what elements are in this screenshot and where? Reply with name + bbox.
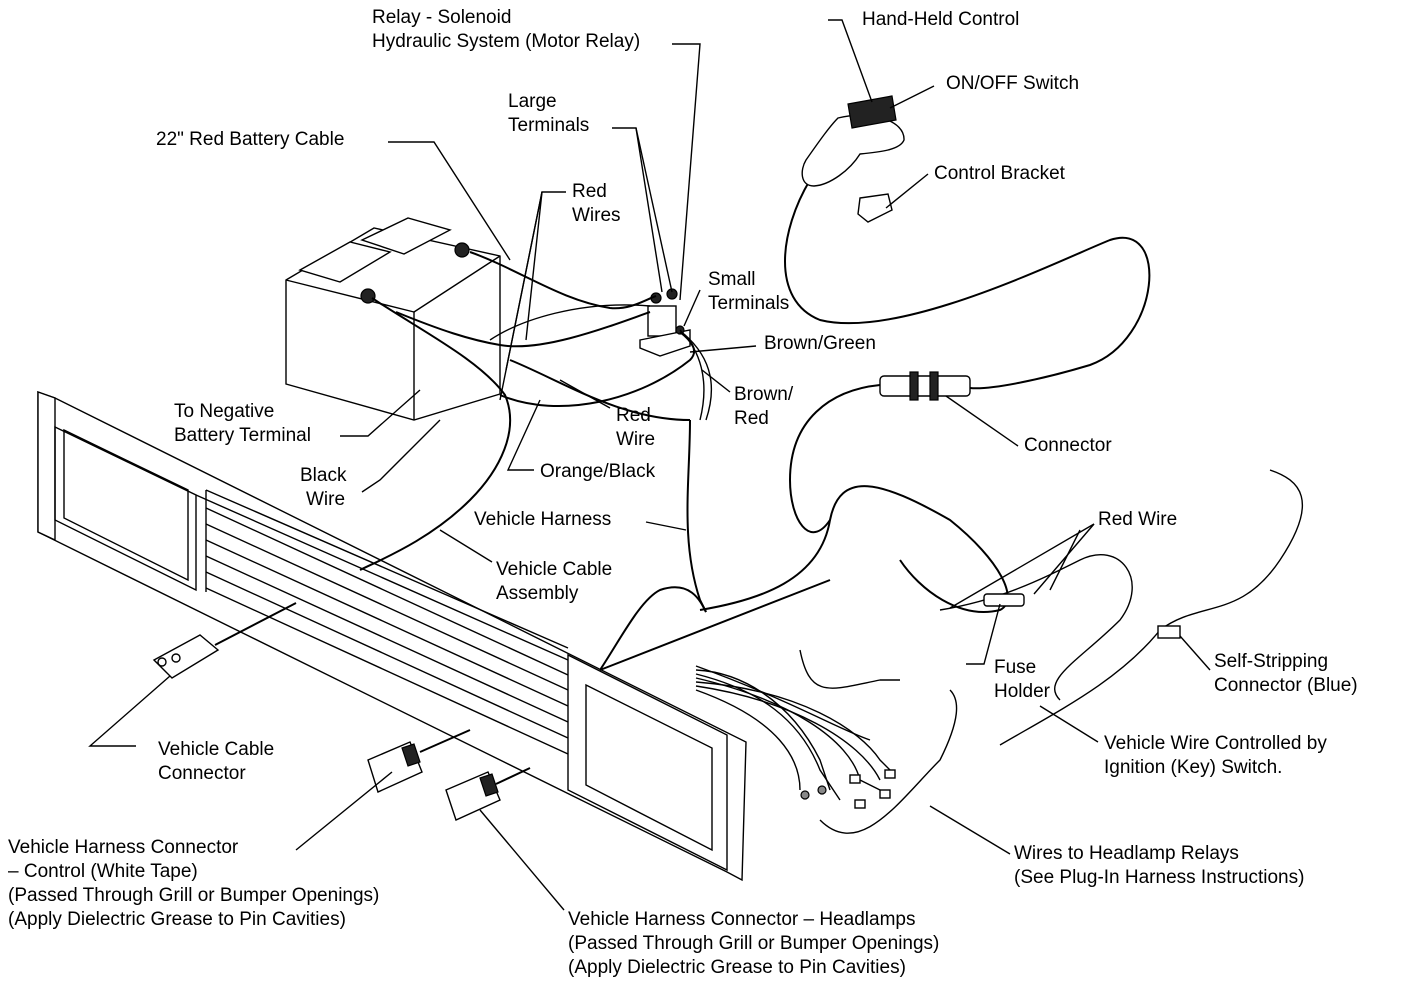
label-headlamp-relays-1: Wires to Headlamp Relays (1014, 843, 1239, 864)
two-part-connector (879, 371, 971, 401)
label-relay-solenoid: Relay - Solenoid (372, 7, 512, 28)
cables (359, 179, 1304, 746)
label-brown-red-2: Red (734, 408, 769, 429)
grille (37, 391, 747, 882)
label-vehicle-cable-connector-2: Connector (158, 763, 246, 784)
headlamp-wires (695, 665, 958, 834)
label-red-wire-mid-1: Red (616, 405, 651, 426)
label-harness-headlamps-3: (Apply Dielectric Grease to Pin Cavities… (568, 957, 906, 978)
label-red-wires-2: Wires (572, 205, 621, 226)
label-black-wire-1: Black (300, 465, 347, 486)
label-small-terminals-2: Terminals (708, 293, 790, 314)
label-harness-control-1: Vehicle Harness Connector (8, 837, 239, 858)
label-hand-held-control: Hand-Held Control (862, 9, 1020, 30)
label-connector: Connector (1024, 435, 1112, 456)
harness-control-connector (367, 729, 471, 793)
vehicle-cable-connector (152, 602, 297, 679)
label-large-terminals-1: Large (508, 91, 557, 112)
label-harness-control-3: (Passed Through Grill or Bumper Openings… (8, 885, 380, 906)
label-black-wire-2: Wire (306, 489, 346, 510)
label-brown-green: Brown/Green (764, 333, 876, 354)
label-small-terminals-1: Small (708, 269, 756, 290)
label-vehicle-cable-assembly-1: Vehicle Cable (496, 559, 613, 580)
label-to-negative-2: Battery Terminal (174, 425, 311, 446)
hand-held-control (801, 95, 905, 223)
label-self-stripping-2: Connector (Blue) (1214, 675, 1358, 696)
label-on-off-switch: ON/OFF Switch (946, 73, 1080, 94)
grille-slats (195, 489, 569, 755)
label-vehicle-cable-connector-1: Vehicle Cable (158, 739, 275, 760)
label-harness-control-4: (Apply Dielectric Grease to Pin Cavities… (8, 909, 346, 930)
label-red-wire-right: Red Wire (1098, 509, 1178, 530)
label-self-stripping-1: Self-Stripping (1214, 651, 1329, 672)
fuse-holder (983, 593, 1025, 607)
label-harness-control-2: – Control (White Tape) (8, 861, 198, 882)
label-large-terminals-2: Terminals (508, 115, 590, 136)
label-harness-headlamps-1: Vehicle Harness Connector – Headlamps (568, 909, 916, 930)
label-vehicle-wire-key-2: Ignition (Key) Switch. (1104, 757, 1283, 778)
battery (285, 217, 501, 421)
label-vehicle-cable-assembly-2: Assembly (496, 583, 579, 604)
self-stripping-connector (1157, 625, 1181, 639)
relay-solenoid (639, 288, 691, 357)
label-red-battery-cable: 22" Red Battery Cable (156, 129, 345, 150)
leader-lines (88, 19, 1211, 911)
label-hydraulic-system: Hydraulic System (Motor Relay) (372, 31, 641, 52)
label-vehicle-harness: Vehicle Harness (474, 509, 612, 530)
label-harness-headlamps-2: (Passed Through Grill or Bumper Openings… (568, 933, 940, 954)
label-orange-black: Orange/Black (540, 461, 656, 482)
label-red-wires-1: Red (572, 181, 607, 202)
label-vehicle-wire-key-1: Vehicle Wire Controlled by (1104, 733, 1327, 754)
label-fuse-holder-1: Fuse (994, 657, 1037, 678)
label-to-negative-1: To Negative (174, 401, 275, 422)
label-control-bracket: Control Bracket (934, 163, 1065, 184)
label-headlamp-relays-2: (See Plug-In Harness Instructions) (1014, 867, 1305, 888)
harness-headlamps-connector (445, 767, 531, 821)
label-fuse-holder-2: Holder (994, 681, 1050, 702)
label-brown-red-1: Brown/ (734, 384, 794, 405)
label-red-wire-mid-2: Wire (616, 429, 656, 450)
